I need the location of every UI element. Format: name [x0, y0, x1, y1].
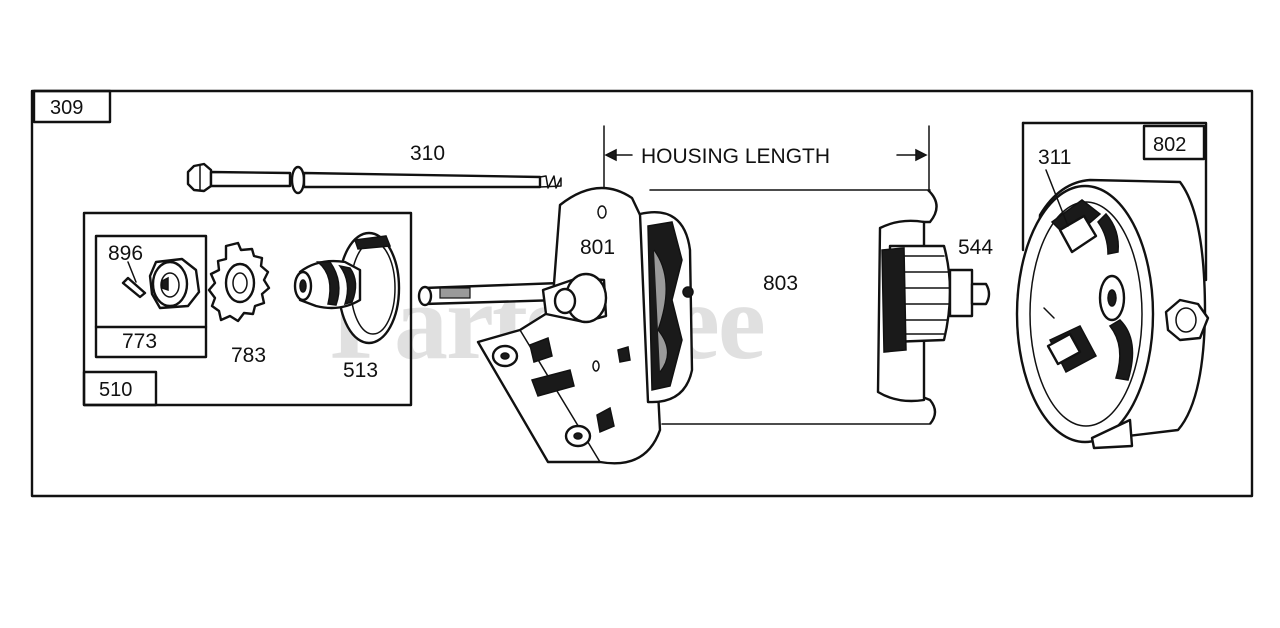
label-896: 896 [108, 242, 143, 265]
part-513-drive [293, 231, 401, 345]
part-310-bolt [186, 162, 562, 195]
part-802-end-cap [1015, 169, 1210, 450]
diagram-frame [30, 89, 1254, 498]
label-773: 773 [122, 330, 157, 353]
part-896-pin [121, 261, 147, 299]
frame-label: 309 [50, 97, 83, 119]
part-773-collar [148, 257, 201, 310]
label-544: 544 [958, 236, 993, 259]
label-311: 311 [1038, 146, 1071, 169]
label-513: 513 [343, 359, 378, 382]
part-783-gear [207, 241, 271, 323]
frame-label-box: 309 [32, 89, 112, 124]
label-310: 310 [410, 142, 445, 165]
assembly-510-box [82, 211, 413, 407]
label-802: 802 [1153, 134, 1186, 156]
part-544-armature [876, 219, 991, 403]
label-801: 801 [580, 236, 615, 259]
label-510: 510 [99, 379, 132, 401]
part-801-end-cap [417, 186, 694, 465]
assembly-802-box [1021, 121, 1208, 282]
label-housing-length: HOUSING LENGTH [641, 145, 830, 168]
housing-length-dimension [603, 125, 930, 191]
label-803: 803 [763, 272, 798, 295]
label-783: 783 [231, 344, 266, 367]
